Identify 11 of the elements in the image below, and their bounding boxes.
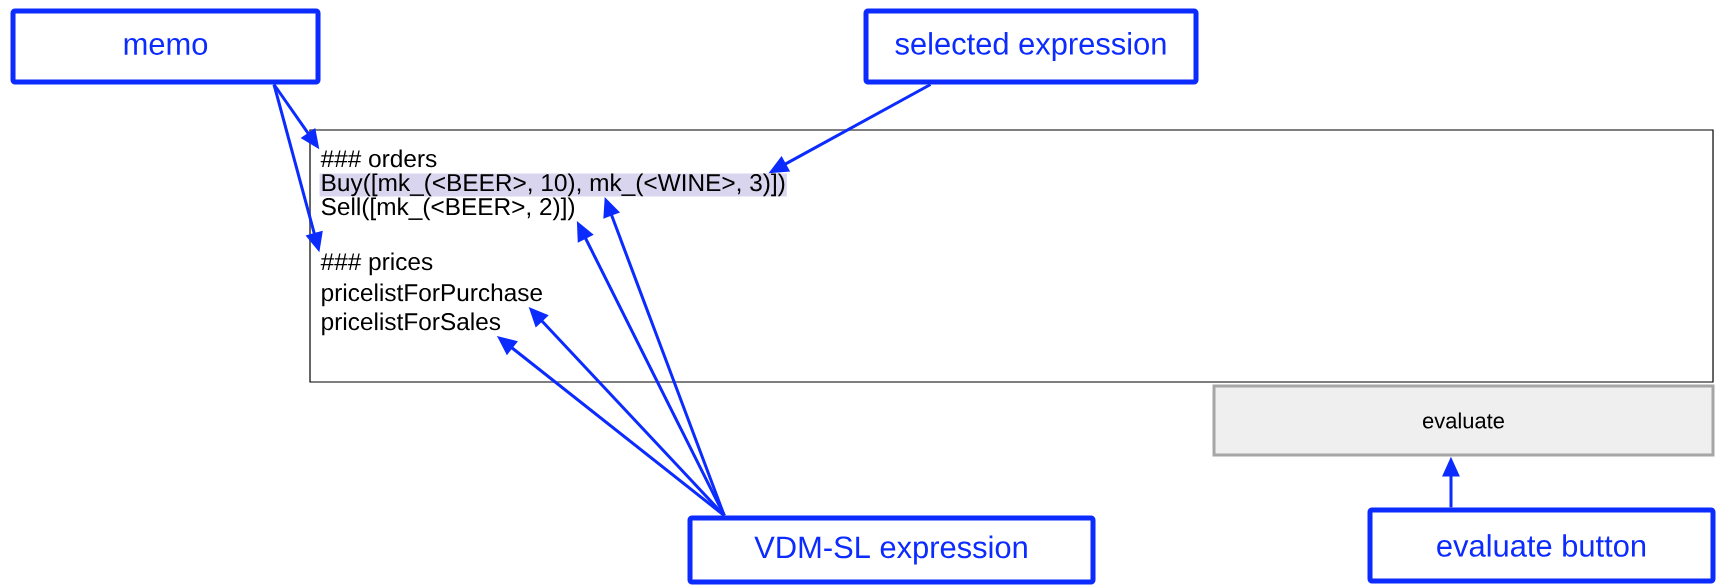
evaluate-button: evaluate [1212,384,1715,457]
code-line: pricelistForPurchase [322,283,542,307]
code-line: ### prices [320,252,433,276]
code-line: Sell([mk_(<BEER>, 2)]) [321,197,575,221]
callout-box: selected expression [863,8,1199,85]
code-line: pricelistForSales [322,312,501,336]
callout-box: evaluate button [1367,507,1716,584]
callout-box: memo [10,8,321,85]
text-editor [309,129,1714,383]
code-line: ### orders [320,149,437,168]
callout-box: VDM-SL expression [687,515,1096,585]
